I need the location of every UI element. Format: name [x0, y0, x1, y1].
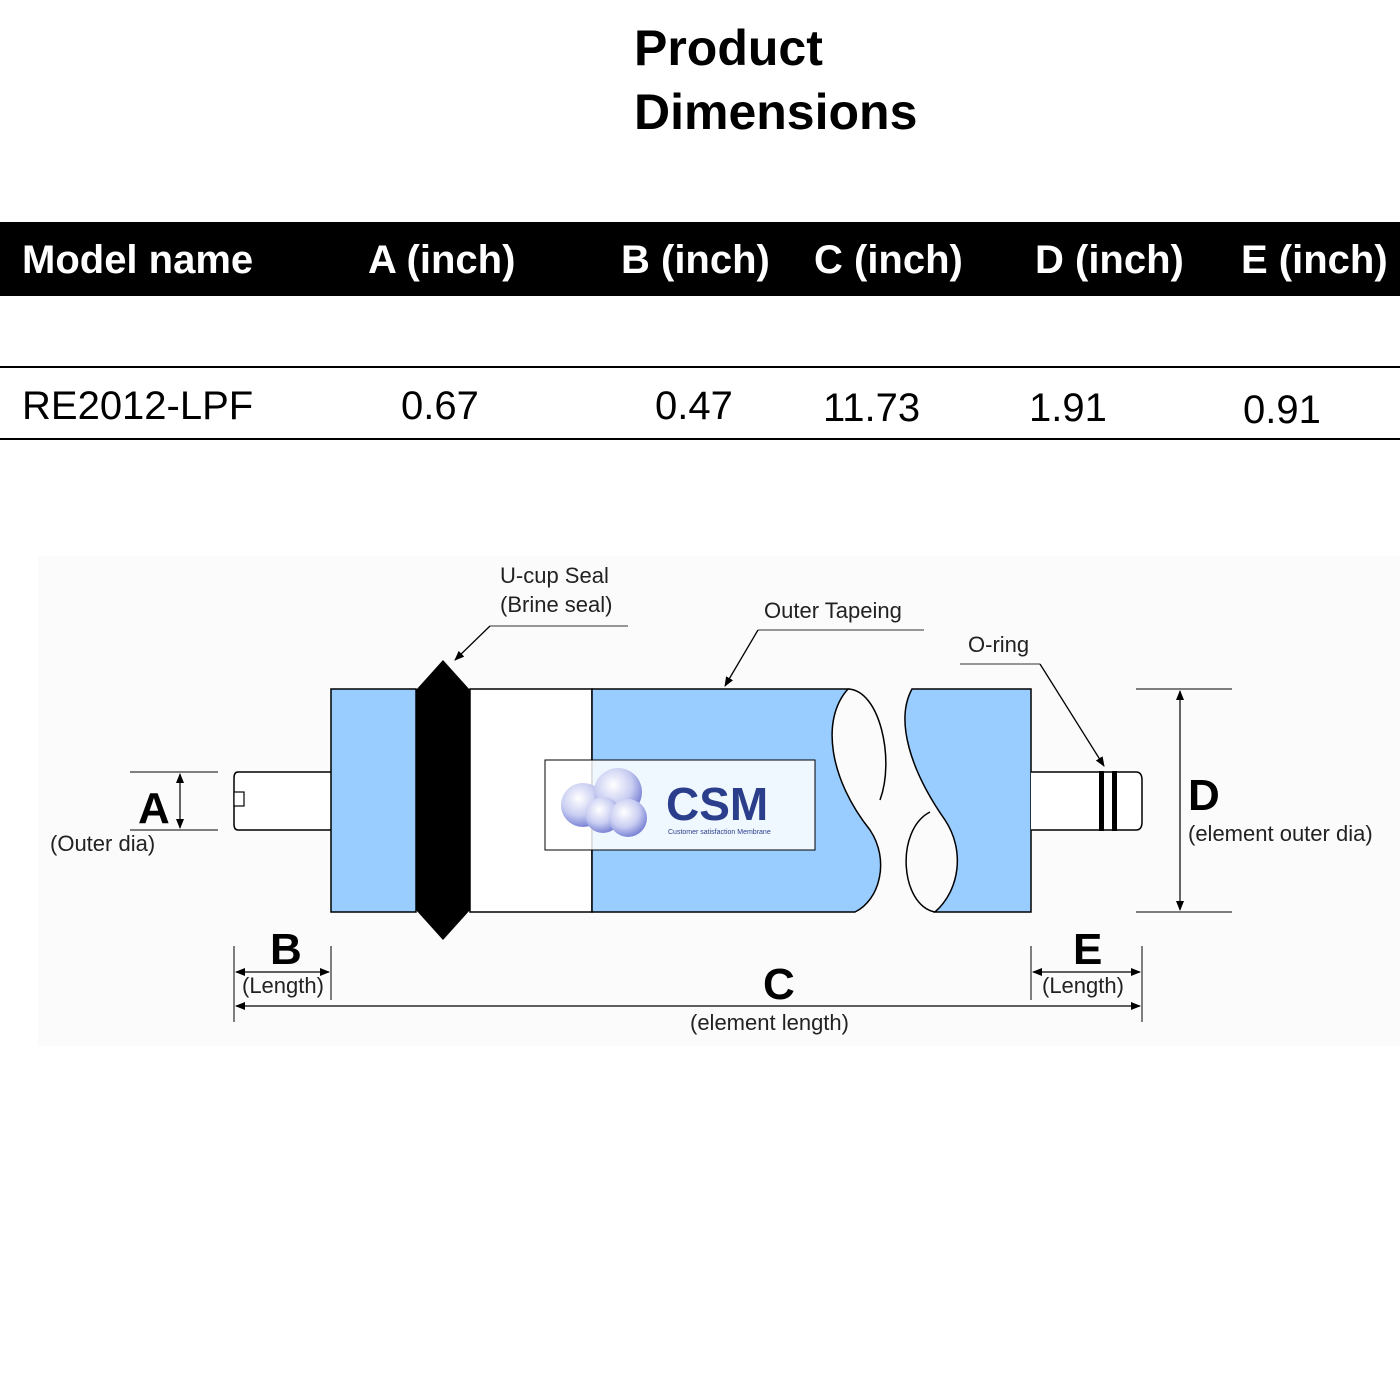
table-header: Model name A (inch) B (inch) C (inch) D … [0, 222, 1400, 296]
b-caption: (Length) [242, 973, 324, 998]
o-ring-2 [1112, 771, 1117, 831]
a-caption: (Outer dia) [50, 831, 155, 856]
cell-b: 0.47 [655, 384, 733, 428]
oring-leader [1039, 663, 1105, 767]
cell-d: 1.91 [1029, 386, 1107, 430]
e-caption: (Length) [1042, 973, 1124, 998]
a-letter: A [138, 784, 170, 833]
tapeing-leader [724, 629, 759, 687]
cell-e: 0.91 [1243, 388, 1321, 432]
cell-model-name: RE2012-LPF [22, 384, 254, 428]
membrane-body-far-right [904, 688, 1032, 913]
oring-label: O-ring [968, 632, 1029, 657]
table-rule-top [0, 366, 1400, 368]
c-letter: C [763, 960, 795, 1009]
title-line-2: Dimensions [634, 84, 918, 140]
logo-tagline: Customer satisfaction Membrane [668, 829, 771, 836]
header-d: D (inch) [1035, 238, 1184, 282]
header-e: E (inch) [1241, 238, 1388, 282]
title-line-1: Product [634, 20, 823, 76]
ucup-label-line1: U-cup Seal [500, 563, 609, 588]
break-edge-1 [847, 688, 887, 801]
b-letter: B [270, 925, 302, 974]
permeate-tube-left [233, 771, 331, 831]
ucup-leader [454, 625, 491, 661]
cell-c: 11.73 [823, 386, 921, 430]
cell-a: 0.67 [401, 384, 479, 428]
logo-text: CSM [666, 778, 768, 830]
break-edge-2 [905, 811, 936, 913]
header-c: C (inch) [814, 238, 963, 282]
tube-notch [233, 791, 245, 807]
c-caption: (element length) [690, 1010, 849, 1035]
outer-tapeing-label: Outer Tapeing [764, 598, 902, 623]
o-ring-1 [1099, 771, 1104, 831]
header-b: B (inch) [621, 238, 770, 282]
u-cup-seal [416, 660, 470, 940]
permeate-tube-right [1031, 771, 1143, 831]
d-letter: D [1188, 771, 1220, 820]
e-letter: E [1073, 925, 1102, 974]
header-a: A (inch) [368, 238, 516, 282]
membrane-body-left [330, 688, 417, 913]
header-model-name: Model name [22, 238, 254, 282]
table-rule-bottom [0, 438, 1400, 440]
ucup-label-line2: (Brine seal) [500, 592, 612, 617]
page-title: Product Dimensions [634, 16, 917, 144]
d-caption: (element outer dia) [1188, 821, 1373, 846]
logo-bubble-4 [609, 799, 647, 837]
